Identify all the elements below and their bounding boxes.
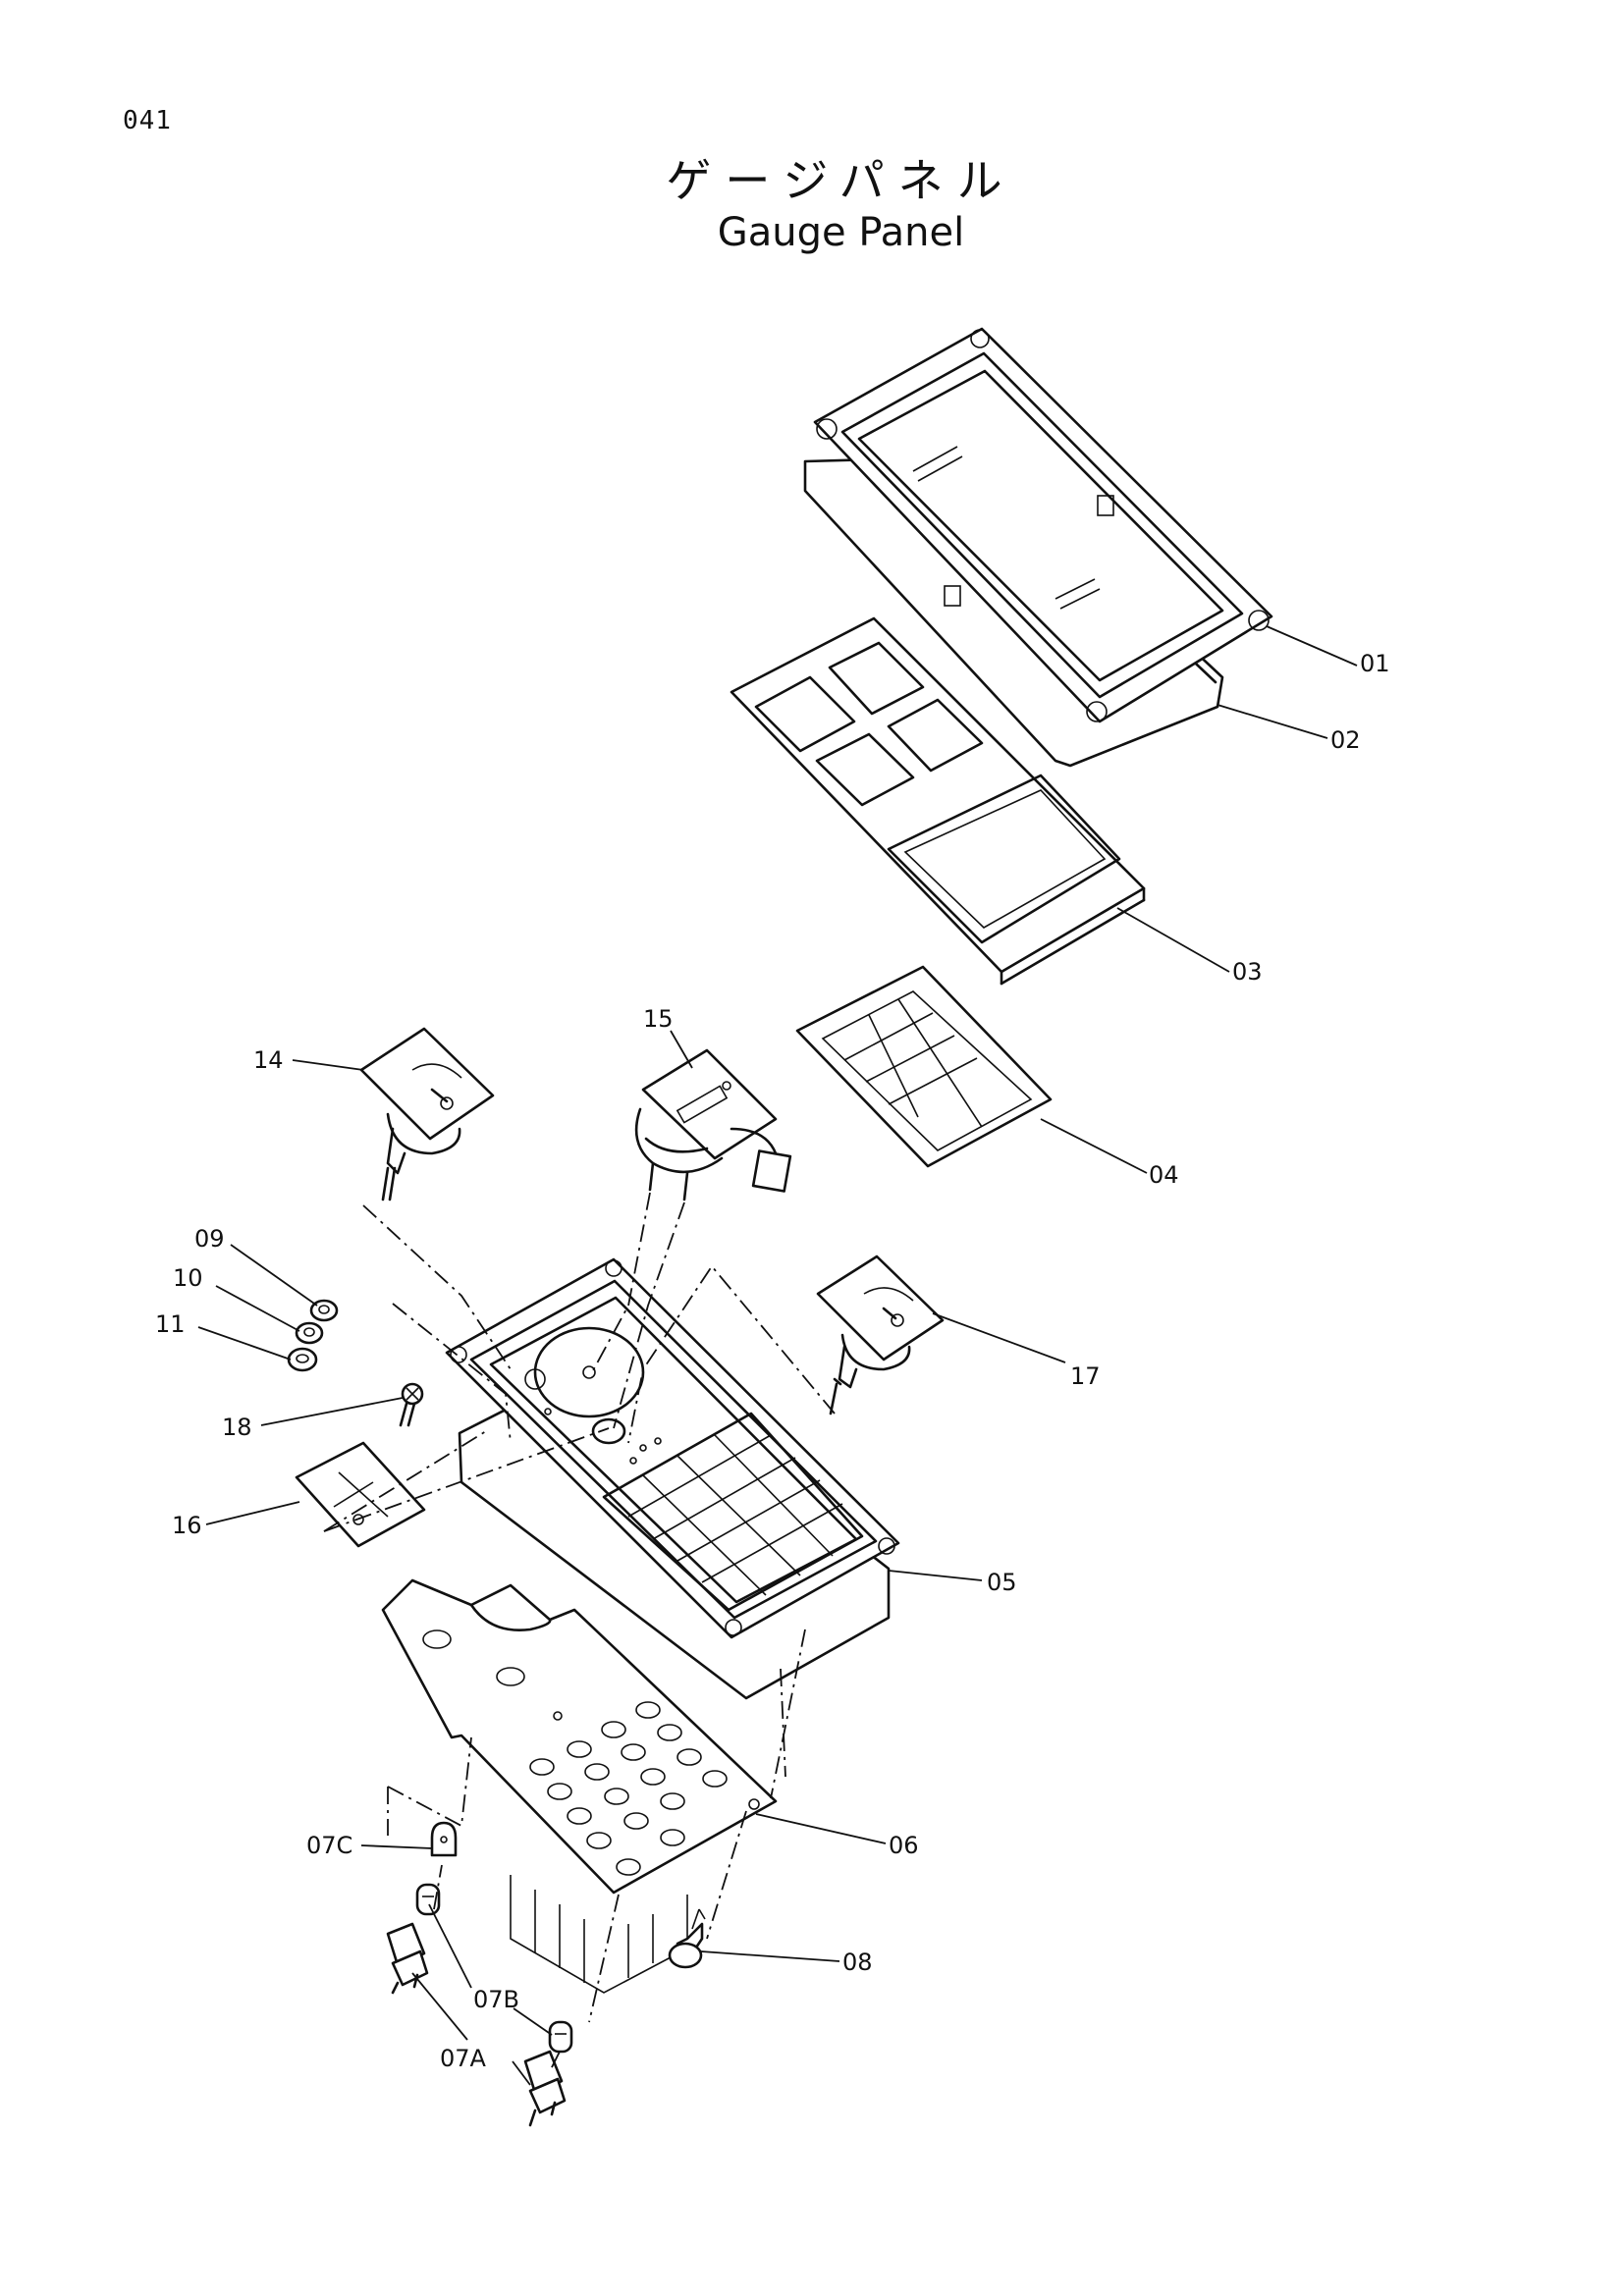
part-15-hour-meter [634,1048,792,1201]
part-01-bezel [813,327,1273,723]
label-part-04: 04 [1149,1161,1179,1189]
label-part-05: 05 [987,1569,1017,1596]
label-part-01: 01 [1360,650,1390,677]
label-part-02: 02 [1330,726,1361,754]
part-07a-socket-lower [523,2050,567,2127]
page-number: 041 [123,106,172,135]
part-07b-bulb-lower [548,2020,573,2054]
page-title-english: Gauge Panel [717,210,965,255]
label-part-17: 17 [1070,1362,1101,1390]
part-labels: 01 02 03 04 05 06 07A 07B 07C 08 09 10 1… [155,650,1390,2072]
label-part-10: 10 [173,1264,203,1292]
page-title-japanese: ゲージパネル [666,154,1016,207]
part-03-window-plate [730,616,1146,986]
label-part-16: 16 [172,1512,202,1539]
label-part-07b: 07B [473,1986,519,2013]
label-part-06: 06 [889,1832,919,1859]
part-07c-bulb [430,1821,458,1857]
part-04-indicator-panel [795,965,1053,1168]
label-part-09: 09 [194,1225,225,1253]
part-05-case [445,1257,900,1700]
part-07a-socket-upper [386,1922,429,1995]
part-17-gauge [816,1255,945,1415]
part-16-cover-plate [295,1441,426,1548]
parts-09-10-11-fasteners [287,1299,339,1372]
assembly-center-lines [323,1192,836,2072]
part-08-screw [668,1908,706,1969]
label-part-15: 15 [643,1005,674,1033]
part-07b-bulb-upper [415,1883,441,1916]
part-18-screw [399,1382,424,1427]
label-part-08: 08 [842,1949,873,1976]
label-part-18: 18 [222,1414,252,1441]
label-part-11: 11 [155,1310,186,1338]
leader-lines [197,625,1358,2086]
label-part-14: 14 [253,1046,284,1074]
part-06-circuit-board [381,1578,778,1994]
label-part-03: 03 [1232,958,1263,986]
label-part-07a: 07A [440,2045,487,2072]
part-14-gauge [359,1027,495,1201]
label-part-07c: 07C [306,1832,352,1859]
